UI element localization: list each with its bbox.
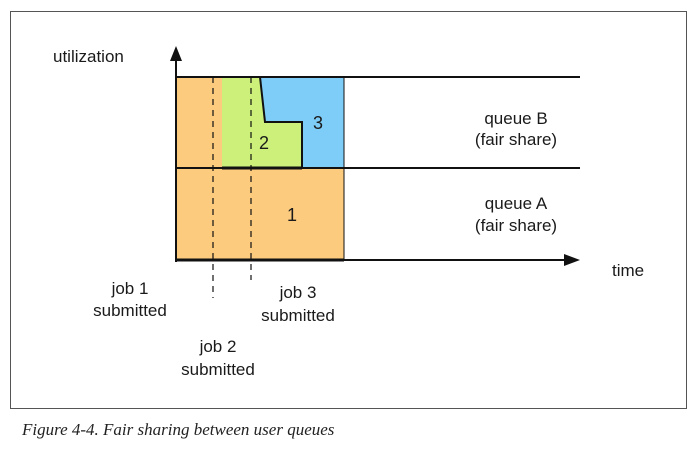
x-axis-label: time <box>612 261 644 280</box>
job-3-submitted-sublabel: submitted <box>261 306 335 325</box>
job-2-submitted-label: job 2 <box>199 337 237 356</box>
queue-a-sublabel: (fair share) <box>475 216 557 235</box>
job-3-submitted-label: job 3 <box>279 283 317 302</box>
job-1-number: 1 <box>287 205 297 225</box>
job-2-submitted-sublabel: submitted <box>181 360 255 379</box>
y-axis-label: utilization <box>53 47 124 66</box>
y-axis-arrowhead <box>170 46 182 61</box>
job-2-number: 2 <box>259 133 269 153</box>
queue-b-sublabel: (fair share) <box>475 130 557 149</box>
job-1-submitted-label: job 1 <box>111 279 149 298</box>
job-2-region <box>222 77 302 168</box>
job-2-3-boundary <box>259 76 303 168</box>
figure-caption: Figure 4-4. Fair sharing between user qu… <box>22 420 335 439</box>
queue-b-label: queue B <box>484 109 547 128</box>
job-1-submitted-sublabel: submitted <box>93 301 167 320</box>
queue-a-label: queue A <box>485 194 548 213</box>
job-3-number: 3 <box>313 113 323 133</box>
x-axis-arrowhead <box>564 254 580 266</box>
